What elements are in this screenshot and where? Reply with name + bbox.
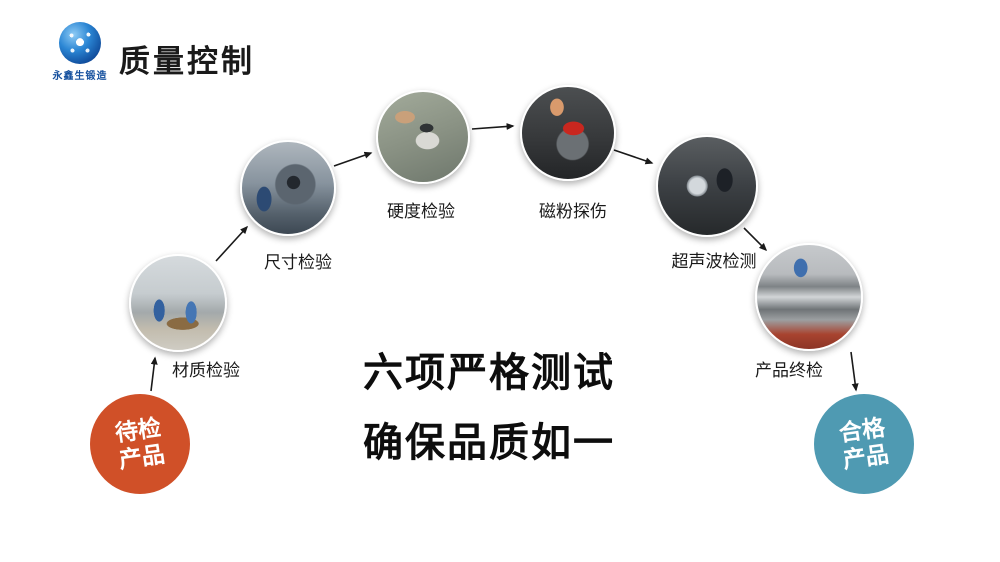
step-label-material-inspection: 材质检验 xyxy=(172,361,240,380)
step-photo-final-inspection xyxy=(755,243,863,351)
end-node-qualified-products: 合格 产品 xyxy=(814,394,914,494)
step-label-hardness-test: 硬度检验 xyxy=(387,202,455,221)
flow-arrow-step4-to-step5 xyxy=(613,149,654,165)
logo-sphere-icon xyxy=(59,22,101,64)
flow-arrow-step2-to-step3 xyxy=(333,151,373,167)
step-photo-ultrasonic-test xyxy=(656,135,758,237)
headline-line1: 六项严格测试 xyxy=(363,351,615,395)
step-label-ultrasonic-test: 超声波检测 xyxy=(671,252,757,271)
flow-arrow-step1-to-step2 xyxy=(215,225,249,262)
step-label-final-inspection: 产品终检 xyxy=(755,361,823,380)
end-node-line2: 产品 xyxy=(841,440,891,473)
flow-arrow-start-to-step1 xyxy=(150,356,158,392)
step-photo-hardness-test xyxy=(376,90,470,184)
step-label-magnetic-particle-test: 磁粉探伤 xyxy=(539,202,607,221)
step-photo-magnetic-particle-test xyxy=(520,85,616,181)
start-node-line2: 产品 xyxy=(117,440,167,473)
company-logo: 永鑫生锻造 xyxy=(48,22,112,82)
flow-arrow-step5-to-step6 xyxy=(743,227,768,252)
step-photo-material-inspection xyxy=(129,254,227,352)
end-node-text: 合格 产品 xyxy=(837,414,890,474)
headline-line2: 确保品质如一 xyxy=(363,421,615,465)
flow-arrow-step3-to-step4 xyxy=(471,122,515,130)
flow-arrow-step6-to-end xyxy=(850,351,859,392)
step-photo-dimension-inspection xyxy=(240,140,336,236)
step-label-dimension-inspection: 尺寸检验 xyxy=(264,253,332,272)
start-node-pending-products: 待检 产品 xyxy=(90,394,190,494)
logo-text: 永鑫生锻造 xyxy=(52,71,108,82)
start-node-text: 待检 产品 xyxy=(113,414,166,474)
page-title: 质量控制 xyxy=(119,44,255,79)
